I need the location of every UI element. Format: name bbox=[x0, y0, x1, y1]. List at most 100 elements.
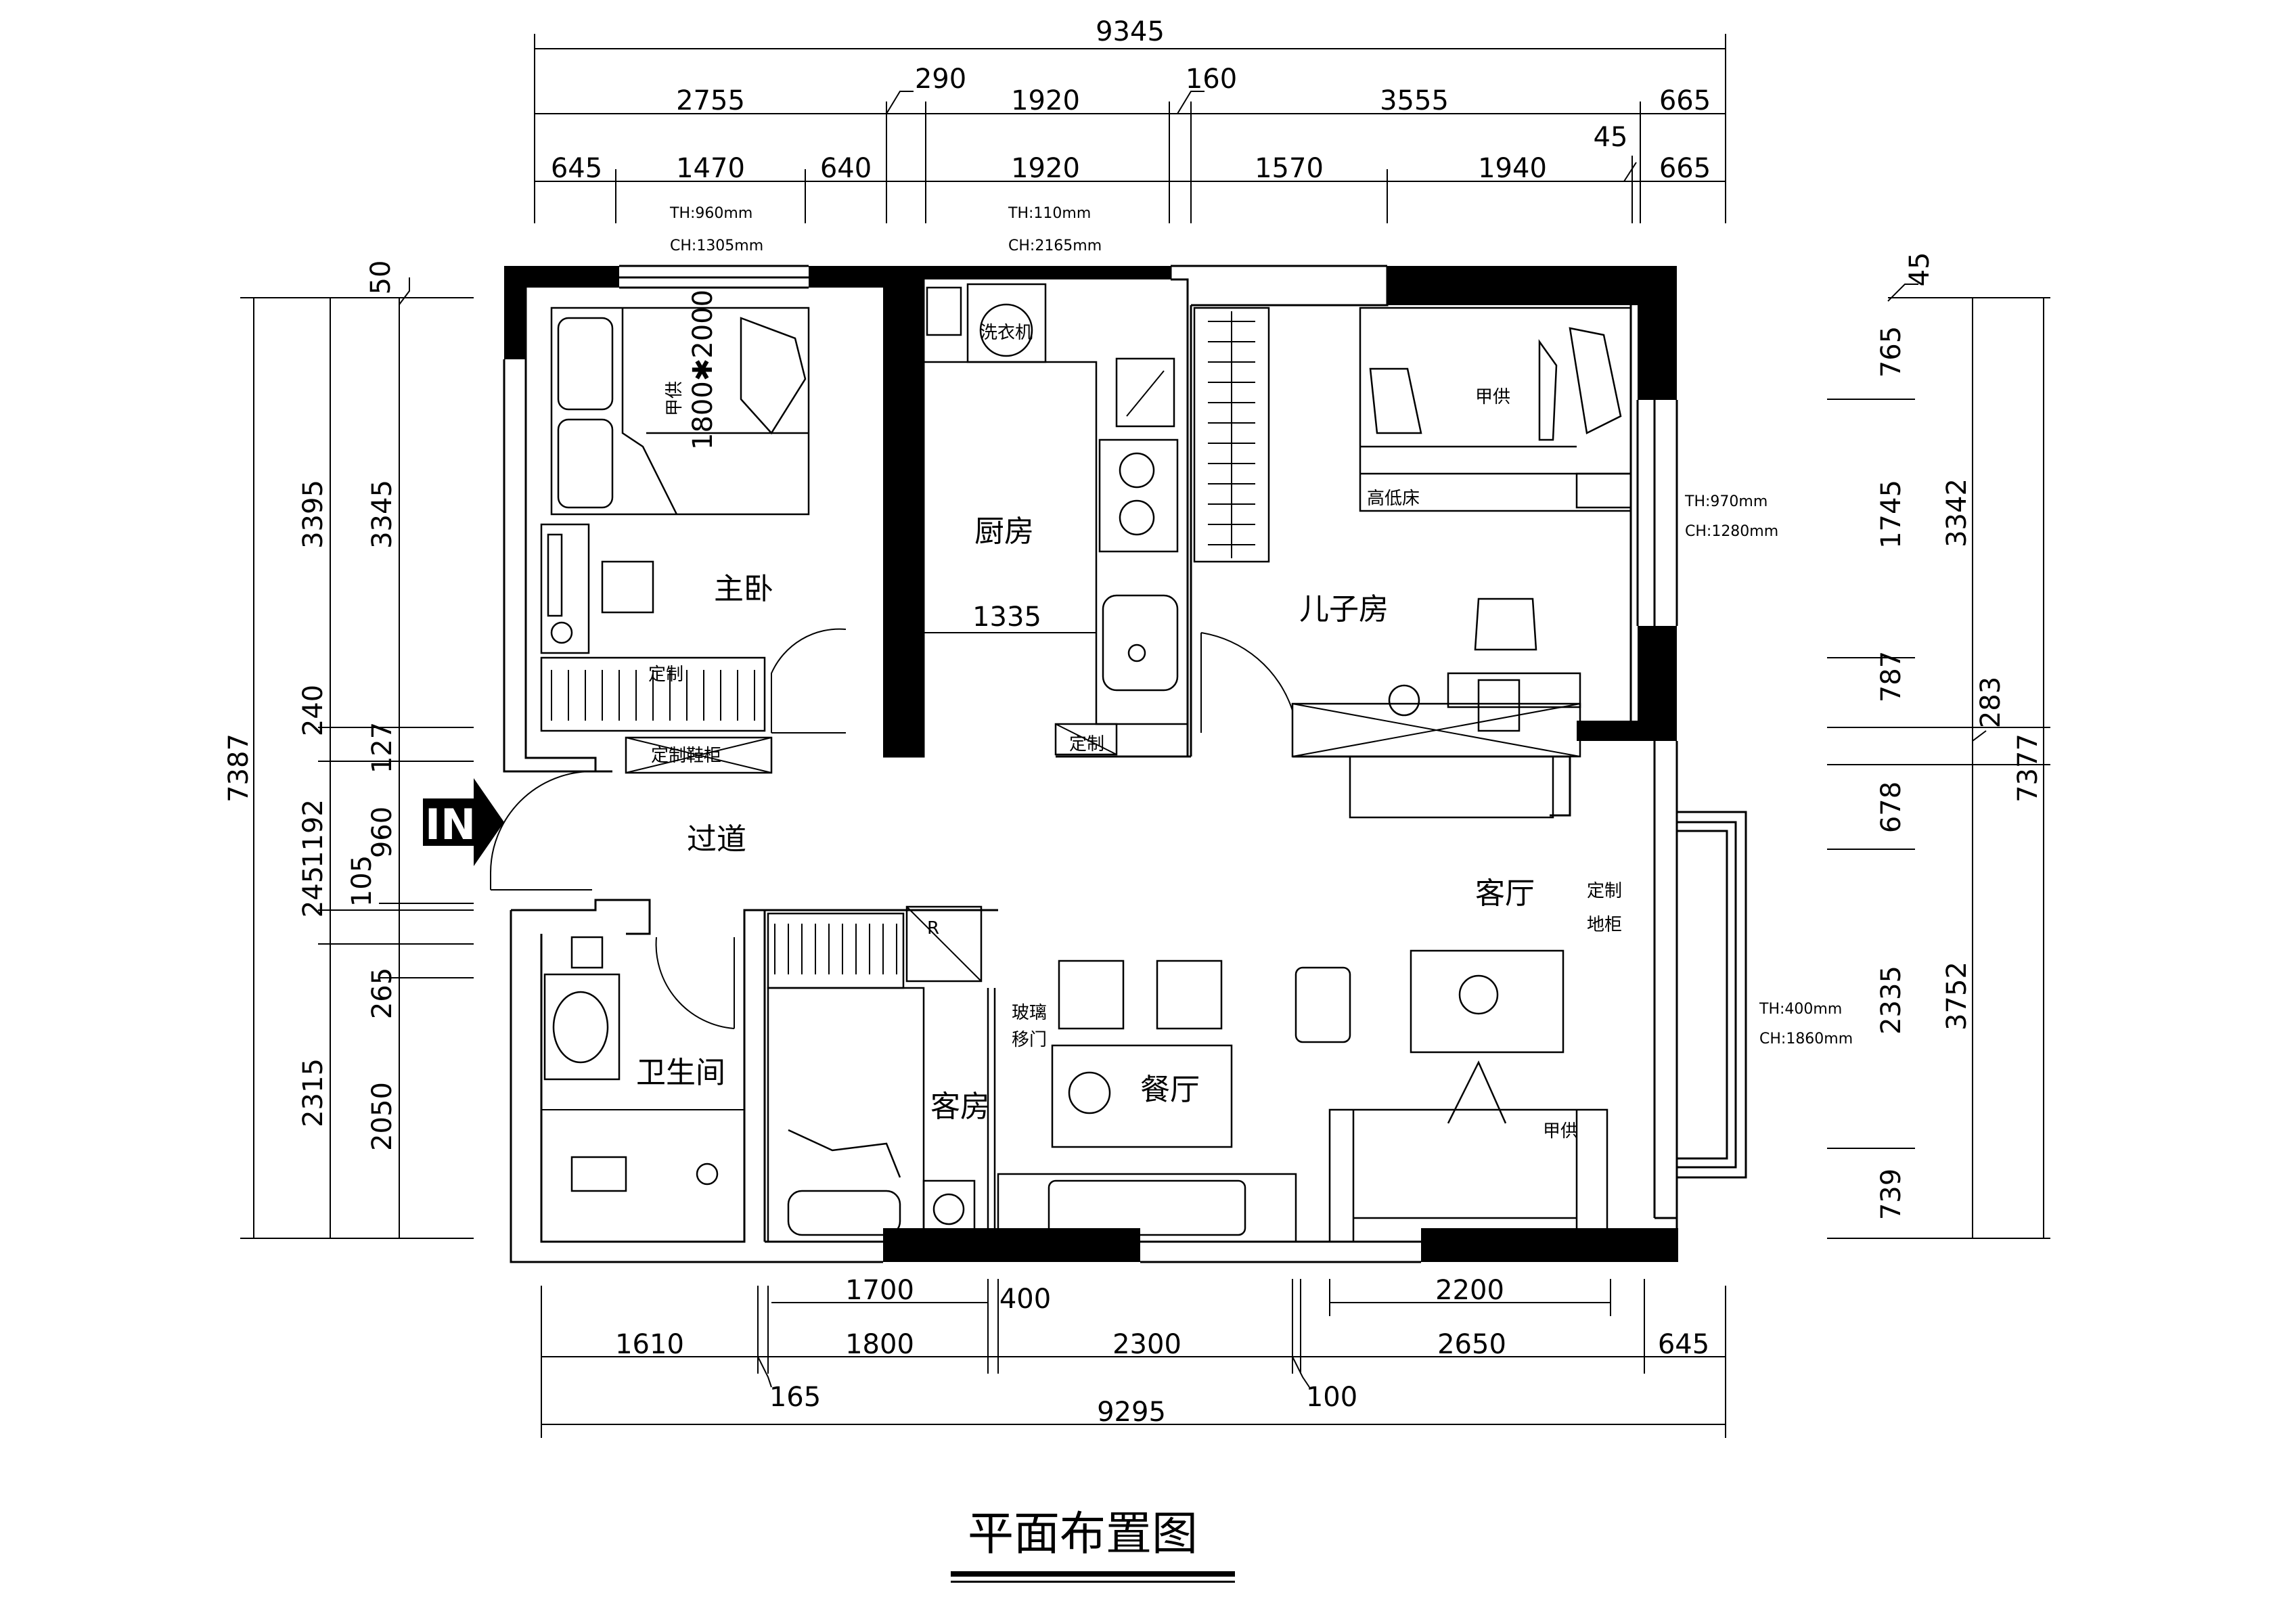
dim-top-row2: 640 bbox=[820, 153, 872, 184]
room-label-living: 客厅 bbox=[1475, 876, 1535, 911]
custom-label: 定制 bbox=[648, 664, 683, 685]
living-room: 客厅 定制 地柜 甲供 bbox=[1295, 876, 1622, 1243]
walls bbox=[503, 265, 1747, 1263]
window-note: TH:970mm bbox=[1684, 493, 1768, 510]
custom-floor-label: 定制 bbox=[1587, 881, 1622, 901]
guest-room: R 客房 玻璃 移门 bbox=[767, 905, 1047, 1243]
pillow-icon bbox=[1569, 327, 1622, 434]
bench bbox=[1349, 755, 1554, 819]
room-label-kitchen: 厨房 bbox=[974, 514, 1034, 549]
chair bbox=[1156, 960, 1223, 1030]
dim-top-row1: 160 bbox=[1186, 64, 1237, 95]
window-note: TH:960mm bbox=[669, 205, 752, 222]
dim-left-outer: 2315 bbox=[298, 1058, 329, 1127]
laptop-icon bbox=[1477, 679, 1521, 732]
dim-left-outer: 245 bbox=[298, 866, 329, 918]
bathroom: 卫生间 bbox=[541, 936, 744, 1192]
window-note: TH:400mm bbox=[1759, 1001, 1842, 1018]
dim-top-row2: 1920 bbox=[1011, 153, 1080, 184]
chair bbox=[1474, 597, 1537, 651]
plant-icon bbox=[550, 621, 573, 644]
dim-top-row2: 645 bbox=[551, 153, 602, 184]
dim-top-row1: 2755 bbox=[676, 85, 745, 116]
plant-icon bbox=[1458, 974, 1499, 1015]
dim-left-inner: 105 bbox=[346, 855, 378, 907]
squat-toilet-icon bbox=[570, 1156, 627, 1192]
dim-right-inner: 765 bbox=[1876, 326, 1907, 378]
dim-kitchen-width: 1335 bbox=[972, 602, 1041, 633]
custom-shoe-cabinet-label: 定制鞋柜 bbox=[651, 746, 721, 766]
dimension-lines bbox=[240, 34, 2050, 1438]
person-icon bbox=[1447, 1060, 1507, 1124]
dim-top-row2: 1570 bbox=[1255, 153, 1324, 184]
plant-icon bbox=[1068, 1071, 1111, 1114]
washer-label: 洗衣机 bbox=[980, 323, 1033, 343]
dim-right-outer: 283 bbox=[1975, 677, 2006, 728]
dim-left-inner: 2050 bbox=[367, 1082, 398, 1151]
dim-top-row2: 1470 bbox=[676, 153, 745, 184]
dim-top-row2: 45 bbox=[1594, 122, 1628, 153]
dim-top-total: 9345 bbox=[1096, 16, 1165, 47]
page-title: 平面布置图 bbox=[968, 1508, 1198, 1561]
chair bbox=[601, 560, 654, 614]
dim-bottom-total: 9295 bbox=[1097, 1397, 1166, 1428]
bunk-bed bbox=[1359, 307, 1632, 512]
lamp-icon bbox=[932, 1193, 965, 1225]
dim-left-inner: 960 bbox=[367, 807, 398, 858]
dim-bottom-row1: 2200 bbox=[1435, 1275, 1504, 1306]
pillow-icon bbox=[787, 1190, 901, 1236]
faucet-icon bbox=[570, 936, 604, 969]
dim-right-inner: 678 bbox=[1876, 782, 1907, 833]
room-label-master: 主卧 bbox=[714, 572, 773, 606]
dim-left-inner: 50 bbox=[365, 261, 397, 295]
dim-top-row2: 665 bbox=[1659, 153, 1711, 184]
room-label-dining: 餐厅 bbox=[1140, 1073, 1200, 1107]
dim-bottom-row2: 2650 bbox=[1437, 1329, 1506, 1360]
pillow-icon bbox=[740, 317, 807, 435]
room-label-bath: 卫生间 bbox=[636, 1056, 725, 1090]
dim-bottom-small: 100 bbox=[1306, 1382, 1357, 1413]
window-note: CH:1305mm bbox=[670, 238, 763, 254]
fridge bbox=[905, 905, 983, 983]
dim-left-total: 7387 bbox=[223, 734, 254, 803]
dim-top-row1: 1920 bbox=[1011, 85, 1080, 116]
dim-right-outer: 3342 bbox=[1941, 478, 1973, 547]
sofa-supply-label: 甲供 bbox=[1543, 1121, 1578, 1142]
dim-right-outer: 3752 bbox=[1941, 962, 1973, 1031]
dim-top-row2: 1940 bbox=[1478, 153, 1547, 184]
lamp-icon bbox=[1388, 684, 1420, 717]
doors bbox=[490, 628, 1293, 1029]
burner-icon bbox=[1119, 452, 1155, 489]
dim-left-outer: 3395 bbox=[298, 480, 329, 549]
pillow-icon bbox=[557, 317, 614, 411]
dresser bbox=[540, 523, 590, 654]
son-room: 甲供 高低床 儿子房 bbox=[1193, 307, 1632, 819]
coffee-table bbox=[1410, 949, 1565, 1054]
dim-right-inner: 787 bbox=[1876, 651, 1907, 702]
sink-cabinet bbox=[1115, 357, 1175, 428]
sideboard bbox=[997, 1173, 1297, 1243]
single-bed bbox=[767, 987, 925, 1243]
dining-table bbox=[1051, 1044, 1233, 1148]
dim-bottom-small: 165 bbox=[769, 1382, 821, 1413]
washer-drum-icon bbox=[979, 303, 1033, 357]
dim-right-total: 7377 bbox=[2012, 734, 2044, 803]
corridor: 过道 IN bbox=[423, 778, 746, 866]
dim-left-inner: 265 bbox=[367, 968, 398, 1019]
window-note: CH:1860mm bbox=[1759, 1031, 1853, 1047]
dim-right-inner: 45 bbox=[1904, 252, 1935, 287]
ottoman bbox=[1295, 966, 1351, 1043]
bed-supply-label: 甲供 bbox=[1475, 387, 1510, 407]
dim-bottom-row1: 400 bbox=[999, 1284, 1051, 1315]
dim-top-row1: 665 bbox=[1659, 85, 1711, 116]
entry-arrow-icon bbox=[423, 778, 504, 866]
stove bbox=[1098, 438, 1179, 553]
custom-floor-label: 地柜 bbox=[1587, 915, 1622, 935]
window-note: TH:110mm bbox=[1008, 205, 1091, 222]
dim-left-outer: 240 bbox=[298, 685, 329, 736]
dining: 餐厅 bbox=[997, 960, 1297, 1243]
dim-right-inner: 1745 bbox=[1876, 480, 1907, 549]
custom-label: 定制 bbox=[1069, 734, 1104, 754]
fridge-label: R bbox=[927, 918, 939, 939]
